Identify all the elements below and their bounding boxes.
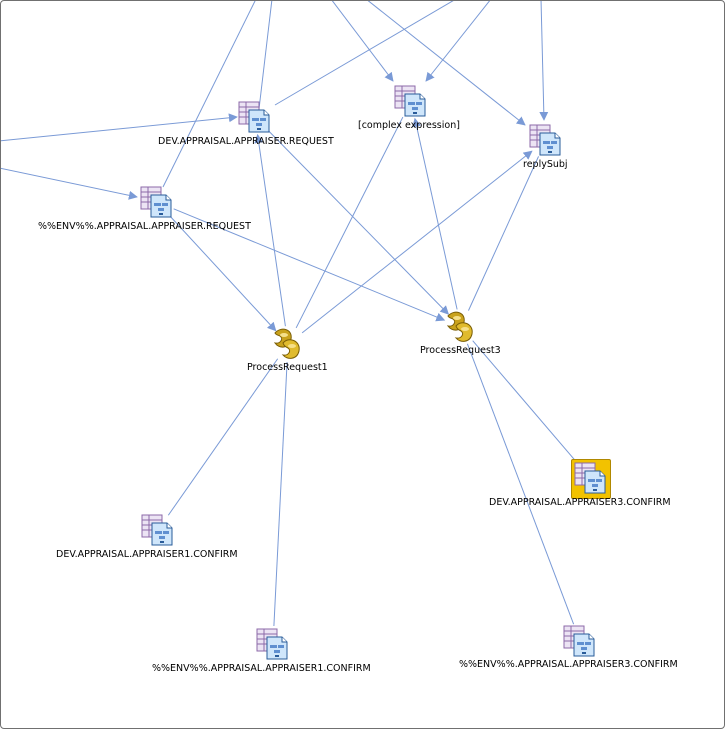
edge-env_req-pr1 <box>168 214 277 332</box>
edge-pr1-dev_req <box>254 133 286 327</box>
node-label: replySubj <box>523 159 568 170</box>
node-label: DEV.APPRAISAL.APPRAISER1.CONFIRM <box>56 549 238 560</box>
edge-pr1-complex <box>295 116 404 329</box>
process-icon <box>273 328 300 359</box>
edge-offscreen-4 <box>274 1 454 106</box>
node-label: ProcessRequest1 <box>247 362 328 373</box>
edge-offscreen-0 <box>1 113 238 142</box>
destination-icon <box>140 186 172 218</box>
edge-offscreen-2 <box>162 1 256 188</box>
process-icon <box>446 311 473 342</box>
node-label: [complex expression] <box>358 120 460 131</box>
destination-icon <box>574 462 606 494</box>
edge-pr3-replysubj <box>467 156 540 311</box>
node-label: ProcessRequest3 <box>420 345 501 356</box>
destination-icon <box>563 625 595 657</box>
destination-icon <box>141 514 173 546</box>
destination-icon <box>529 124 561 156</box>
edge-offscreen-6 <box>425 1 491 82</box>
edge-offscreen-7 <box>367 1 526 126</box>
edge-offscreen-3 <box>258 1 273 110</box>
edge-offscreen-8 <box>539 1 549 121</box>
destination-icon <box>394 85 426 117</box>
destination-icon <box>256 628 288 660</box>
edge-pr3-complex <box>412 117 458 310</box>
edge-offscreen-5 <box>331 1 394 82</box>
edge-dev1conf-pr1 <box>167 358 279 516</box>
edge-offscreen-1 <box>1 167 138 200</box>
node-label: DEV.APPRAISAL.APPRAISER.REQUEST <box>158 136 334 147</box>
edge-env_req-pr3 <box>173 208 446 322</box>
edge-env1conf-pr1 <box>273 361 288 627</box>
edge-dev3conf-pr3 <box>472 340 580 466</box>
node-label: %%ENV%%.APPRAISAL.APPRAISER1.CONFIRM <box>152 663 371 674</box>
edge-env3conf-pr3 <box>466 343 575 625</box>
node-label: %%ENV%%.APPRAISAL.APPRAISER3.CONFIRM <box>459 659 678 670</box>
node-label: DEV.APPRAISAL.APPRAISER3.CONFIRM <box>489 497 671 508</box>
edge-pr1-replysubj <box>301 150 533 334</box>
node-label: %%ENV%%.APPRAISAL.APPRAISER.REQUEST <box>38 221 251 232</box>
edge-dev_req-pr3 <box>267 129 450 315</box>
destination-icon <box>238 101 270 133</box>
